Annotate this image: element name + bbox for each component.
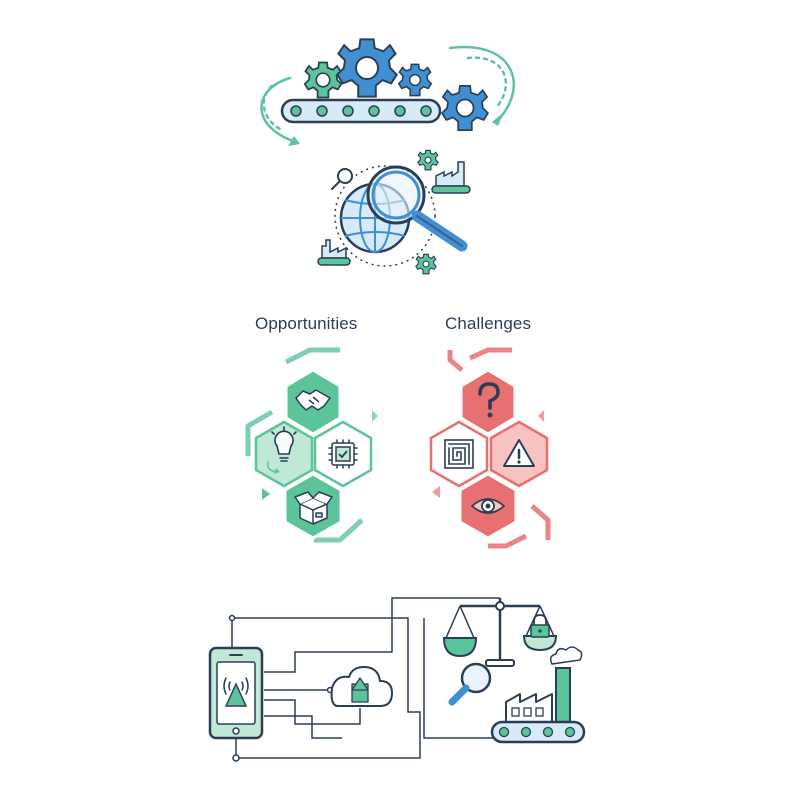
lightbulb-icon <box>266 426 297 474</box>
conveyor-gears-illustration <box>260 38 516 146</box>
eye-icon <box>470 498 506 514</box>
open-box-icon <box>294 491 333 525</box>
hex-tile-question <box>459 368 517 436</box>
magnifier-icon <box>448 662 492 706</box>
challenges-hex-cluster <box>429 347 551 549</box>
challenges-heading: Challenges <box>445 314 532 333</box>
gear-icon <box>398 63 432 97</box>
question-mark-icon <box>478 382 500 418</box>
maze-icon <box>444 439 474 469</box>
small-magnifier-icon <box>331 168 353 190</box>
hex-tile-warning <box>489 420 549 488</box>
smartphone-signal-icon <box>208 646 264 740</box>
gear-icon <box>441 85 489 131</box>
global-search-illustration <box>317 149 471 275</box>
factory-conveyor-icon <box>490 646 586 744</box>
factory-icon <box>317 239 351 266</box>
hex-tile-lightbulb <box>254 420 314 488</box>
lock-icon <box>530 614 550 638</box>
gear-icon <box>336 38 398 98</box>
balance-scale-icon <box>442 598 558 667</box>
cycle-arrows-icon <box>260 45 516 146</box>
hex-tile-chip <box>313 420 373 488</box>
conveyor-belt-icon <box>280 98 442 124</box>
hex-tile-eye <box>458 472 518 540</box>
circuit-connectors <box>228 597 501 762</box>
hex-tile-box <box>283 472 343 540</box>
magnifier-icon <box>366 165 468 252</box>
chip-check-icon <box>328 439 358 469</box>
factory-icon <box>431 161 471 194</box>
gear-icon <box>417 149 439 171</box>
opportunities-hex-cluster <box>245 347 378 543</box>
opportunities-heading: Opportunities <box>255 314 358 333</box>
gear-icon <box>415 253 437 275</box>
cloud-upload-icon <box>330 665 394 707</box>
gear-icon <box>303 61 343 99</box>
hex-tile-maze <box>429 420 489 488</box>
warning-icon <box>503 439 535 467</box>
hex-tile-handshake <box>284 368 342 436</box>
handshake-icon <box>295 389 331 411</box>
